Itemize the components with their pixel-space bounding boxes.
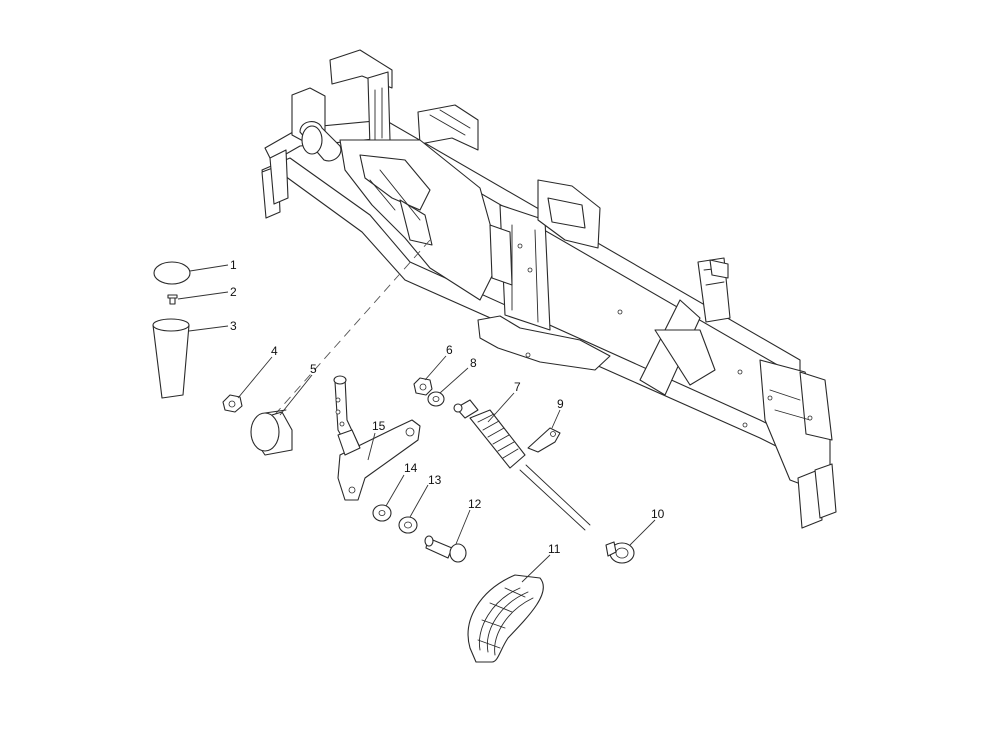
callout-12: 12	[468, 497, 482, 511]
callout-11: 11	[548, 542, 561, 556]
chassis-frame	[261, 49, 837, 529]
part-2-screw	[167, 294, 178, 305]
callout-10: 10	[651, 507, 665, 521]
part-5-roller	[250, 409, 293, 456]
part-14-washer	[372, 504, 392, 522]
callout-15: 15	[372, 419, 386, 433]
part-13-washer	[398, 516, 418, 534]
callout-14: 14	[404, 461, 418, 475]
part-3-knob	[152, 318, 190, 399]
callout-1: 1	[230, 258, 237, 272]
callout-6: 6	[446, 343, 453, 357]
part-9-clip	[527, 427, 561, 453]
callout-4: 4	[271, 344, 278, 358]
callout-8: 8	[470, 356, 477, 370]
part-11-pedal-pad	[467, 574, 544, 663]
part-8-washer	[427, 391, 445, 407]
part-1-cap	[153, 261, 191, 285]
part-15-pedal-lever	[333, 375, 421, 501]
callout-9: 9	[557, 397, 564, 411]
callout-3: 3	[230, 319, 237, 333]
part-4-nut	[222, 394, 243, 413]
callout-13: 13	[428, 473, 442, 487]
part-12-pivot-pin	[424, 535, 467, 563]
callout-labels: 1 2 3 4 5 6 7 8 9 10 11 12 13 14 15	[230, 258, 665, 556]
assembly-guide-line	[269, 239, 431, 421]
callout-7: 7	[514, 380, 521, 394]
part-7-cable	[453, 399, 591, 531]
callout-leaders	[177, 264, 656, 583]
part-6-nut	[413, 377, 433, 396]
callout-2: 2	[230, 285, 237, 299]
callout-5: 5	[310, 362, 317, 376]
part-10-clamp	[605, 541, 635, 564]
